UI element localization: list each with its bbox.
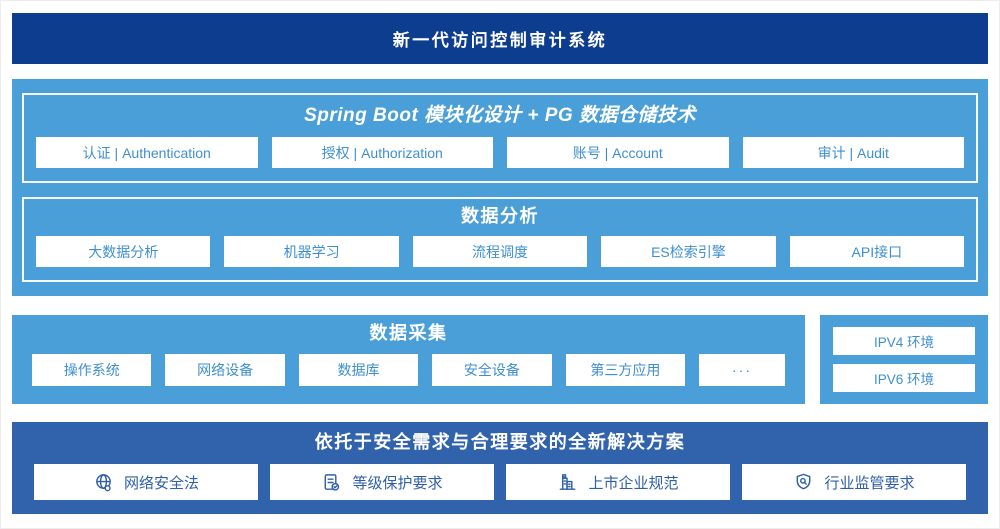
solution-box-industry-regulation: 行业监管要求 bbox=[742, 464, 966, 500]
solution-box-label: 上市企业规范 bbox=[588, 474, 679, 492]
solution-box-row: 网络安全法 等级保护要求 bbox=[34, 464, 966, 500]
collection-box-database: 数据库 bbox=[298, 354, 419, 386]
collection-box-network-device: 网络设备 bbox=[165, 354, 285, 386]
data-collection-section: 数据采集 操作系统 网络设备 数据库 安全设备 第三方应用 ··· bbox=[12, 315, 805, 404]
solution-box-cybersecurity-law: 网络安全法 bbox=[34, 464, 258, 500]
data-analysis-title: 数据分析 bbox=[461, 206, 539, 226]
system-title-banner: 新一代访问控制审计系统 bbox=[12, 13, 988, 64]
collection-row: 数据采集 操作系统 网络设备 数据库 安全设备 第三方应用 ··· IPV4 环… bbox=[12, 315, 988, 404]
data-analysis-box-row: 大数据分析 机器学习 流程调度 ES检索引擎 API接口 bbox=[36, 236, 965, 267]
analysis-box-machine-learning: 机器学习 bbox=[224, 236, 399, 267]
collection-box-security-device: 安全设备 bbox=[432, 354, 552, 386]
collection-box-more: ··· bbox=[699, 354, 785, 386]
analysis-box-api: API接口 bbox=[789, 236, 965, 267]
env-box-ipv4: IPV4 环境 bbox=[833, 327, 975, 355]
data-collection-box-row: 操作系统 网络设备 数据库 安全设备 第三方应用 ··· bbox=[32, 354, 785, 386]
solution-box-classified-protection: 等级保护要求 bbox=[270, 464, 494, 500]
module-box-authorization: 授权 | Authorization bbox=[271, 137, 493, 168]
data-collection-title: 数据采集 bbox=[369, 323, 448, 343]
springboot-title: Spring Boot 模块化设计 + PG 数据仓储技术 bbox=[304, 105, 696, 126]
springboot-box-row: 认证 | Authentication 授权 | Authorization 账… bbox=[36, 137, 964, 168]
system-title: 新一代访问控制审计系统 bbox=[392, 31, 608, 50]
module-box-account: 账号 | Account bbox=[507, 137, 729, 168]
solution-box-listed-company: 上市企业规范 bbox=[506, 464, 730, 500]
globe-icon bbox=[93, 472, 114, 493]
building-icon bbox=[557, 472, 578, 493]
data-analysis-subsection: 数据分析 大数据分析 机器学习 流程调度 ES检索引擎 API接口 bbox=[22, 197, 978, 282]
solution-title: 依托于安全需求与合理要求的全新解决方案 bbox=[314, 432, 686, 452]
module-box-authentication: 认证 | Authentication bbox=[36, 137, 258, 168]
env-box-ipv6: IPV6 环境 bbox=[833, 364, 975, 392]
springboot-subsection: Spring Boot 模块化设计 + PG 数据仓储技术 认证 | Authe… bbox=[22, 93, 978, 183]
platform-section: Spring Boot 模块化设计 + PG 数据仓储技术 认证 | Authe… bbox=[12, 79, 988, 296]
ip-environment-section: IPV4 环境 IPV6 环境 bbox=[820, 315, 988, 404]
solution-box-label: 行业监管要求 bbox=[824, 474, 915, 492]
analysis-box-workflow: 流程调度 bbox=[412, 236, 588, 267]
analysis-box-bigdata: 大数据分析 bbox=[36, 236, 211, 267]
solution-box-label: 网络安全法 bbox=[123, 474, 199, 492]
shield-search-icon bbox=[793, 472, 814, 493]
module-box-audit: 审计 | Audit bbox=[742, 137, 964, 168]
analysis-box-es-search: ES检索引擎 bbox=[601, 236, 776, 267]
collection-box-os: 操作系统 bbox=[32, 354, 152, 386]
solution-box-label: 等级保护要求 bbox=[352, 474, 443, 492]
document-check-icon bbox=[321, 472, 342, 493]
collection-box-thirdparty-app: 第三方应用 bbox=[565, 354, 686, 386]
solution-section: 依托于安全需求与合理要求的全新解决方案 网络安全法 bbox=[12, 422, 988, 514]
